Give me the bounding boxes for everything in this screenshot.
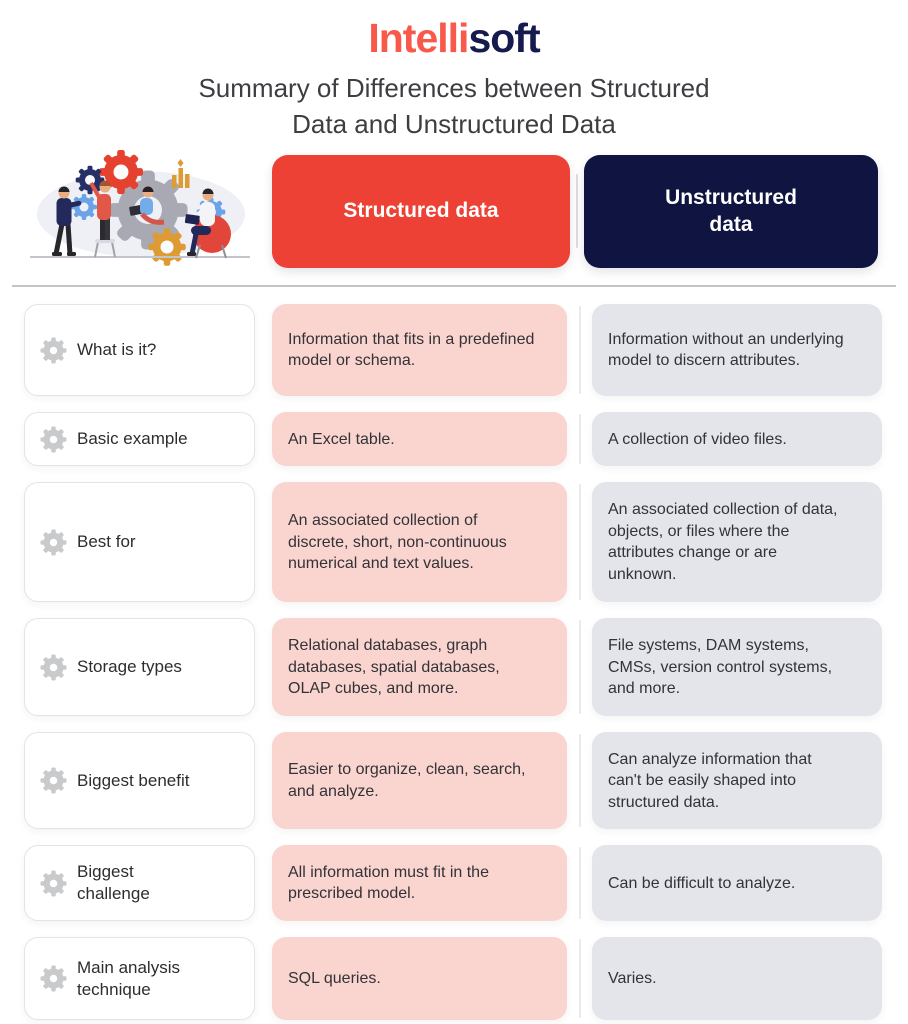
structured-header-label: Structured data: [343, 199, 499, 223]
column-divider: [579, 847, 581, 920]
table-row: Main analysis technique SQL queries. Var…: [24, 937, 882, 1021]
structured-cell: All information must fit in the prescrib…: [272, 845, 567, 922]
logo-part-red: Intelli: [368, 15, 469, 61]
unstructured-cell: Can be difficult to analyze.: [592, 845, 882, 922]
page-title: Summary of Differences between Structure…: [0, 71, 908, 142]
row-label-card: Main analysis technique: [24, 937, 255, 1021]
row-label: Biggest challenge: [77, 862, 150, 904]
row-label-card: What is it?: [24, 304, 255, 397]
structured-data-header: Structured data: [272, 154, 570, 268]
unstructured-cell: Can analyze information that can't be ea…: [592, 732, 882, 830]
row-label: Biggest benefit: [77, 770, 190, 790]
structured-cell-text: Information that fits in a predefined mo…: [288, 330, 535, 370]
header-separator-line: [12, 285, 896, 288]
logo-part-navy: soft: [468, 15, 540, 61]
table-row: What is it? Information that fits in a p…: [24, 304, 882, 397]
column-divider: [579, 939, 581, 1019]
intellisoft-logo: Intellisoft: [0, 0, 908, 61]
unstructured-cell-text: Varies.: [608, 970, 657, 988]
gear-icon: [40, 767, 67, 794]
table-row: Biggest challenge All information must f…: [24, 845, 882, 922]
table-row: Storage types Relational databases, grap…: [24, 618, 882, 717]
structured-cell-text: Easier to organize, clean, search, and a…: [288, 761, 526, 800]
row-label-card: Basic example: [24, 412, 255, 467]
gear-icon: [40, 426, 67, 453]
row-label: Main analysis technique: [77, 957, 180, 999]
page-title-line1: Summary of Differences between Structure…: [198, 73, 710, 104]
unstructured-header-label: Unstructured data: [665, 186, 797, 237]
table-header: Structured data Unstructured data: [0, 149, 908, 273]
structured-cell-text: An Excel table.: [288, 430, 395, 448]
unstructured-data-header: Unstructured data: [584, 154, 878, 268]
column-divider: [579, 484, 581, 601]
structured-cell: Information that fits in a predefined mo…: [272, 304, 567, 397]
row-label: Storage types: [77, 657, 182, 677]
column-divider: [579, 620, 581, 715]
structured-cell: Easier to organize, clean, search, and a…: [272, 732, 567, 830]
row-label: Best for: [77, 532, 136, 552]
gear-icon: [40, 870, 67, 897]
table-row: Biggest benefit Easier to organize, clea…: [24, 732, 882, 830]
unstructured-cell: Varies.: [592, 937, 882, 1021]
unstructured-cell-text: Information without an underlying model …: [608, 330, 844, 370]
structured-cell-text: An associated collection of discrete, sh…: [288, 512, 507, 573]
row-label-card: Biggest challenge: [24, 845, 255, 922]
structured-cell: Relational databases, graph databases, s…: [272, 618, 567, 717]
unstructured-cell-text: Can analyze information that can't be ea…: [608, 750, 812, 811]
table-row: Basic example An Excel table. A collecti…: [24, 412, 882, 467]
unstructured-cell: A collection of video files.: [592, 412, 882, 467]
gear-icon: [40, 654, 67, 681]
unstructured-cell: File systems, DAM systems, CMSs, version…: [592, 618, 882, 717]
row-label: What is it?: [77, 340, 157, 360]
page-title-line2: Data and Unstructured Data: [292, 108, 616, 139]
column-divider: [579, 414, 581, 465]
unstructured-cell-text: File systems, DAM systems, CMSs, version…: [608, 637, 833, 698]
row-label-card: Biggest benefit: [24, 732, 255, 830]
unstructured-cell: An associated collection of data, object…: [592, 482, 882, 603]
column-divider: [579, 734, 581, 828]
gear-icon: [40, 337, 67, 364]
structured-cell-text: Relational databases, graph databases, s…: [288, 637, 500, 698]
comparison-table: What is it? Information that fits in a p…: [0, 287, 908, 1021]
structured-cell-text: All information must fit in the prescrib…: [288, 863, 489, 903]
structured-cell: SQL queries.: [272, 937, 567, 1021]
structured-cell: An Excel table.: [272, 412, 567, 467]
unstructured-cell-text: A collection of video files.: [608, 430, 787, 448]
row-label-card: Storage types: [24, 618, 255, 717]
header-divider: [576, 174, 578, 249]
table-row: Best for An associated collection of dis…: [24, 482, 882, 603]
column-divider: [579, 306, 581, 395]
row-label-card: Best for: [24, 482, 255, 603]
gear-icon: [40, 965, 67, 992]
unstructured-cell-text: An associated collection of data, object…: [608, 501, 838, 583]
unstructured-cell: Information without an underlying model …: [592, 304, 882, 397]
structured-cell: An associated collection of discrete, sh…: [272, 482, 567, 603]
teamwork-gears-illustration: [24, 150, 256, 272]
unstructured-cell-text: Can be difficult to analyze.: [608, 874, 796, 892]
row-label: Basic example: [77, 429, 188, 449]
gear-icon: [40, 529, 67, 556]
structured-cell-text: SQL queries.: [288, 970, 381, 988]
